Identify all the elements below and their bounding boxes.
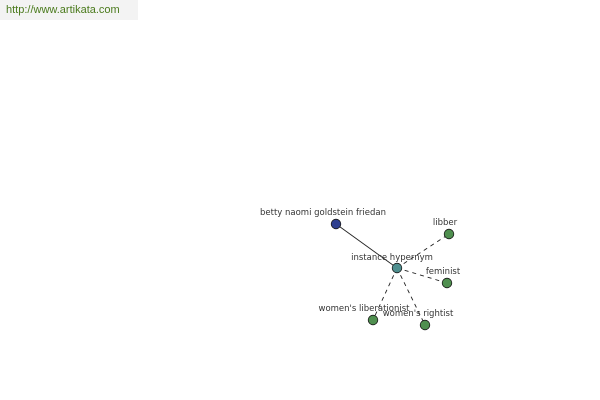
center-node-dot[interactable] <box>391 262 403 274</box>
womens-liberationist-node-label: women's liberationist <box>319 304 411 314</box>
node-womens-rightist[interactable]: women's rightist <box>383 309 454 331</box>
node-center[interactable]: instance hypernym <box>351 253 433 274</box>
edge-feminist <box>396 267 448 284</box>
node-friedan[interactable]: betty naomi goldstein friedan <box>260 208 386 230</box>
edge-friedan <box>335 223 398 269</box>
libber-node-label: libber <box>433 218 458 228</box>
feminist-node-dot[interactable] <box>441 277 453 289</box>
libber-node-dot[interactable] <box>443 228 455 240</box>
edge-libber <box>396 233 450 269</box>
feminist-node-label: feminist <box>426 267 461 277</box>
edge-womens-rightist <box>396 267 426 326</box>
edge-womens-liberationist <box>372 267 398 321</box>
friedan-node-dot[interactable] <box>330 218 342 230</box>
friedan-node-label: betty naomi goldstein friedan <box>260 208 386 218</box>
womens-rightist-node-label: women's rightist <box>383 309 454 319</box>
womens-liberationist-node-dot[interactable] <box>367 314 379 326</box>
node-womens-liberationist[interactable]: women's liberationist <box>319 304 411 326</box>
womens-rightist-node-dot[interactable] <box>419 319 431 331</box>
graph-nodes: betty naomi goldstein friedan libber femin… <box>260 208 461 331</box>
site-url-watermark: http://www.artikata.com <box>0 0 138 20</box>
center-node-label: instance hypernym <box>351 253 433 263</box>
node-feminist[interactable]: feminist <box>426 267 461 289</box>
node-libber[interactable]: libber <box>433 218 458 240</box>
graph-edges <box>335 223 450 326</box>
